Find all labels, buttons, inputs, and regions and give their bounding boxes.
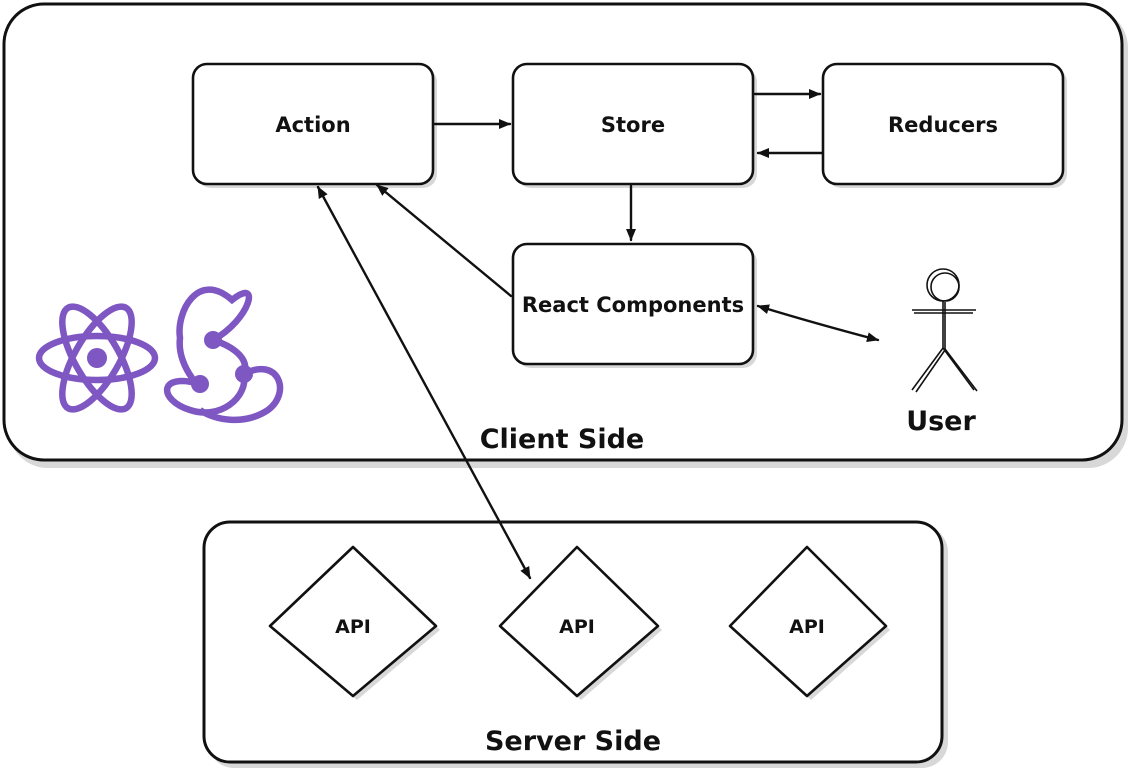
action-node: Action [191, 62, 437, 188]
store-node: Store [511, 62, 757, 188]
reducers-label: Reducers [888, 113, 998, 137]
server-side-label: Server Side [485, 726, 661, 757]
user-label: User [906, 406, 976, 437]
api-label-1: API [335, 616, 371, 638]
react-components-label: React Components [522, 293, 744, 317]
user-actor-icon [911, 268, 978, 393]
store-label: Store [601, 113, 665, 137]
edge-action-api [316, 185, 532, 580]
action-label: Action [275, 113, 350, 137]
client-side-label: Client Side [480, 424, 645, 455]
redux-logo-icon [163, 286, 284, 424]
api-label-2: API [559, 616, 595, 638]
api-node-1: API [268, 545, 440, 700]
edge-components-user [756, 304, 880, 343]
reducers-node: Reducers [821, 62, 1067, 188]
api-node-3: API [728, 545, 890, 700]
api-node-2: API [498, 545, 662, 700]
api-label-3: API [789, 616, 825, 638]
react-logo-icon [35, 303, 159, 413]
react-components-node: React Components [511, 242, 757, 368]
